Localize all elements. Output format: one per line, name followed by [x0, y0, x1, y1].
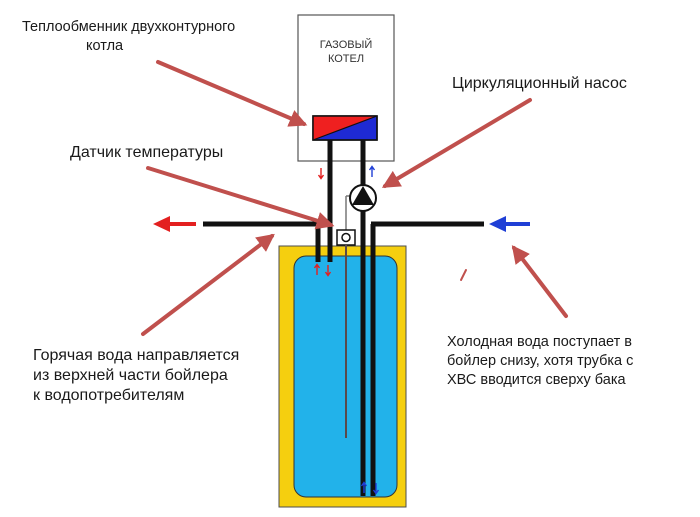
callout-hot-water	[141, 233, 275, 336]
bottom-up-arrow	[360, 481, 368, 493]
stray-mark	[460, 269, 467, 281]
gas-boiler: ГАЗОВЫЙ КОТЕЛ	[297, 14, 395, 162]
label-hot-water-line1: Горячая вода направляется	[33, 347, 240, 364]
label-hot-water-line3: к водопотребителям	[33, 387, 185, 404]
tank-hot-up-arrow	[313, 263, 321, 275]
label-heat-exchanger-line2: котла	[86, 38, 124, 54]
label-heat-exchanger: Теплообменник двухконтурного котла	[22, 18, 235, 56]
circulation-pump	[349, 184, 377, 212]
callout-pump	[381, 98, 532, 188]
label-sensor: Датчик температуры	[70, 144, 224, 161]
pipe-network	[203, 140, 484, 496]
label-hot-water-line2: из верхней части бойлера	[33, 367, 228, 384]
hot-out-arrow	[153, 216, 196, 232]
cold-in-arrow	[489, 216, 530, 232]
callout-exchanger	[156, 60, 308, 127]
heat-exchanger	[312, 115, 378, 141]
label-cold-water-line3: ХВС вводится сверху бака	[447, 372, 626, 388]
label-pump: Циркуляционный насос	[452, 75, 627, 92]
small-flow-marks	[313, 165, 380, 495]
boiler-title-line1: ГАЗОВЫЙ	[320, 38, 373, 51]
callout-sensor	[146, 166, 335, 230]
label-cold-water-line1: Холодная вода поступает в	[447, 334, 632, 350]
label-hot-water: Горячая вода направляется из верхней час…	[33, 346, 283, 406]
temperature-sensor	[336, 195, 356, 438]
label-cold-water-line2: бойлер снизу, хотя трубка с	[447, 353, 634, 369]
callout-cold-water	[511, 245, 568, 318]
storage-tank	[278, 245, 407, 508]
tank-hot-down-arrow	[324, 265, 332, 277]
callout-arrows	[141, 60, 568, 336]
return-up-arrow	[368, 165, 376, 177]
boiler-title-line2: КОТЕЛ	[328, 53, 364, 65]
supply-down-arrow	[317, 168, 325, 180]
flow-arrows	[153, 165, 530, 495]
bottom-down-arrow	[372, 483, 380, 495]
label-cold-water: Холодная вода поступает в бойлер снизу, …	[447, 333, 677, 390]
label-heat-exchanger-line1: Теплообменник двухконтурного	[22, 19, 236, 35]
